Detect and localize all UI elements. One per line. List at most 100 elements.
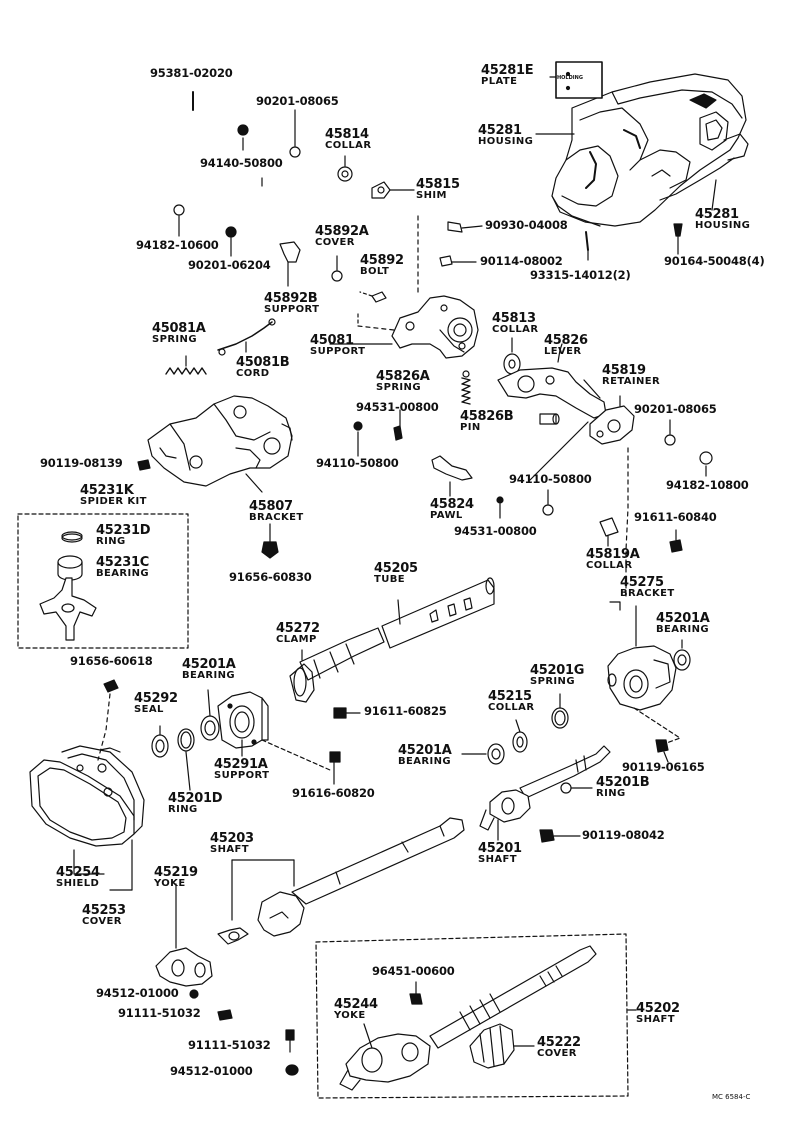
part-number: 45215 [488, 689, 532, 704]
label-45892: 45892 BOLT [360, 254, 404, 277]
label-45201G: 45201G SPRING [530, 664, 584, 687]
label-93315-14012: 93315-14012(2) [530, 268, 631, 282]
nut-94512a [189, 989, 199, 999]
label-45203: 45203 SHAFT [210, 832, 254, 855]
part-number: 45231D [96, 523, 151, 538]
bearing-45231C [57, 555, 83, 581]
bolt-90119-08139 [137, 459, 151, 471]
bolt-91611-60825 [333, 707, 361, 719]
part-number: 45201A [656, 611, 710, 626]
bolt-91611-60840 [669, 529, 683, 553]
part-name: SUPPORT [264, 304, 320, 315]
label-90201-06204: 90201-06204 [188, 258, 271, 272]
ring-45201B [560, 782, 572, 794]
label-45281-right: 45281 HOUSING [695, 208, 750, 231]
part-name: SHIELD [56, 878, 100, 889]
label-94140-50800: 94140-50800 [200, 156, 283, 170]
part-number: 45205 [374, 561, 418, 576]
bolt-91111b [285, 1029, 295, 1053]
shaft-45203-part [231, 817, 465, 937]
bolt-91656-60830 [261, 523, 279, 559]
label-91611-60825: 91611-60825 [364, 704, 447, 718]
shaft-45202-box [315, 933, 629, 1099]
label-45826: 45826 LEVER [544, 334, 588, 357]
part-name: BEARING [182, 670, 235, 681]
washer-94182 [173, 204, 185, 216]
part-number: 45281E [481, 63, 534, 78]
label-91111-51032-top: 91111-51032 [118, 1006, 201, 1020]
bolt-90119-06165 [655, 739, 669, 763]
part-number: 45826 [544, 333, 588, 348]
part-name: RING [168, 804, 198, 815]
label-45813: 45813 COLLAR [492, 312, 538, 335]
yoke-45219-part [155, 883, 213, 987]
part-name: SHAFT [210, 844, 249, 855]
label-45215: 45215 COLLAR [488, 690, 534, 713]
bracket-45275-part [607, 601, 677, 711]
nut-94110b [542, 504, 554, 516]
housing-upper-part [551, 73, 749, 227]
part-name: COVER [537, 1048, 577, 1059]
label-91656-60830: 91656-60830 [229, 570, 312, 584]
ring-45201D [177, 728, 195, 791]
part-name: SHAFT [478, 854, 517, 865]
label-45201B: 45201B RING [596, 776, 650, 799]
part-number: 45081 [310, 333, 354, 348]
part-number: 45203 [210, 831, 254, 846]
part-number: 45819A [586, 547, 640, 562]
part-number: 45814 [325, 127, 369, 142]
label-90201-08065-right: 90201-08065 [634, 402, 717, 416]
bearing-45201A-right [673, 639, 691, 671]
label-45819: 45819 RETAINER [602, 364, 660, 387]
part-name: BEARING [398, 756, 451, 767]
part-name: COLLAR [325, 140, 372, 151]
bolt-96451 [409, 981, 423, 1005]
part-name: RING [596, 788, 626, 799]
part-number: 45819 [602, 363, 646, 378]
label-90201-08065-top: 90201-08065 [256, 94, 339, 108]
pin-94531b [496, 496, 504, 504]
bolt-90114 [439, 255, 477, 267]
part-name: PLATE [481, 76, 518, 87]
label-94531-00800-top: 94531-00800 [356, 400, 439, 414]
clamp-45272-part [289, 627, 385, 703]
part-name: TUBE [374, 574, 405, 585]
washer-94182b [699, 451, 713, 465]
part-name: SHAFT [636, 1014, 675, 1025]
part-number: 45291A [214, 757, 268, 772]
part-name: COLLAR [492, 324, 539, 335]
label-90930-04008: 90930-04008 [485, 218, 568, 232]
label-45815: 45815 SHIM [416, 178, 460, 201]
part-number: 45201G [530, 663, 585, 678]
part-name: RETAINER [602, 376, 661, 387]
collar-45813 [503, 337, 521, 375]
label-45292: 45292 SEAL [134, 692, 178, 715]
label-90119-06165: 90119-06165 [622, 760, 705, 774]
part-name: COVER [82, 916, 122, 927]
bolt-91616-60820 [329, 751, 341, 785]
spring-45826A [461, 370, 471, 405]
nut-90201 [225, 226, 237, 238]
part-name: SUPPORT [214, 770, 270, 781]
part-number: 45201A [182, 657, 236, 672]
cover-45222-part [469, 1023, 535, 1069]
pin-45826B [539, 413, 560, 425]
part-number: 45815 [416, 177, 460, 192]
label-45281-top: 45281 HOUSING [478, 124, 533, 147]
label-45231C: 45231C BEARING [96, 556, 149, 579]
bolt-45892 [359, 291, 387, 303]
label-90164-50048: 90164-50048(4) [664, 254, 765, 268]
label-94182-10800: 94182-10800 [666, 478, 749, 492]
part-name: CORD [236, 368, 270, 379]
label-45201A-left: 45201A BEARING [182, 658, 236, 681]
label-45807: 45807 BRACKET [249, 500, 304, 523]
label-45272: 45272 CLAMP [276, 622, 320, 645]
label-91656-60618: 91656-60618 [70, 654, 153, 668]
part-name: CLAMP [276, 634, 317, 645]
label-45231K: 45231K SPIDER KIT [80, 484, 147, 507]
part-name: SHIM [416, 190, 447, 201]
part-number: 45281 [478, 123, 522, 138]
part-number: 45826A [376, 369, 430, 384]
part-number: 45081B [236, 355, 290, 370]
